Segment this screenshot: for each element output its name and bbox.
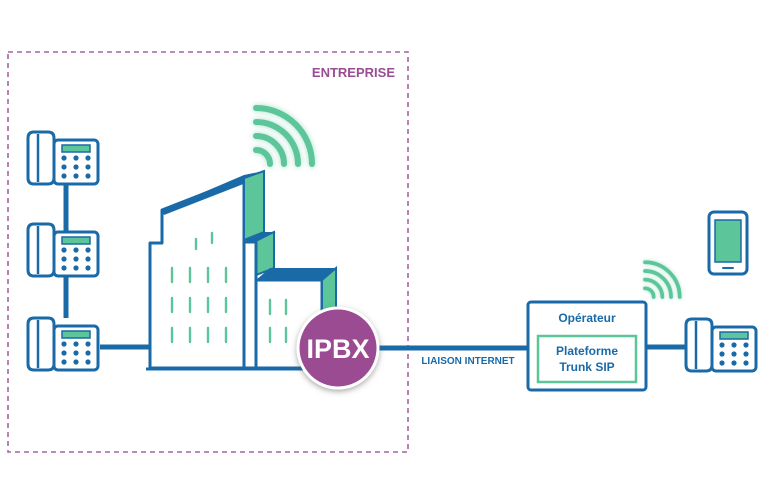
desk-phone-icon <box>684 317 758 373</box>
internet-link-label: LIAISON INTERNET <box>421 356 514 367</box>
office-building-icon <box>146 169 337 371</box>
desk-phone-icon <box>26 316 100 372</box>
platform-line-1: Plateforme <box>556 344 618 358</box>
ipbx-node: IPBX <box>296 306 380 390</box>
desk-phone-icon <box>26 130 100 186</box>
enterprise-label: ENTREPRISE <box>312 65 395 80</box>
enterprise-boundary <box>7 51 409 453</box>
ipbx-label: IPBX <box>306 334 369 364</box>
operator-box: Opérateur Plateforme Trunk SIP <box>526 300 648 392</box>
operator-title: Opérateur <box>558 311 616 325</box>
desk-phone-icon <box>26 222 100 278</box>
sip-trunk-platform-box <box>536 334 638 384</box>
wifi-signal-icon <box>643 260 682 299</box>
platform-line-2: Trunk SIP <box>559 360 614 374</box>
smartphone-icon <box>707 210 749 276</box>
wifi-signal-icon <box>256 108 312 164</box>
